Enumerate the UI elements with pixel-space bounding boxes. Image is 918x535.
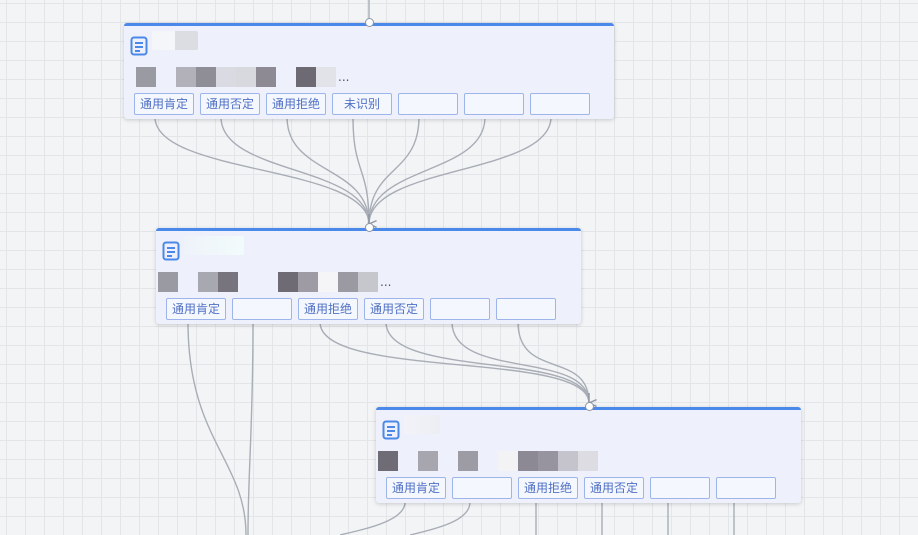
edge: [409, 501, 471, 535]
flow-node-3[interactable]: 通用肯定 通用拒绝 通用否定: [376, 407, 801, 503]
branch-port[interactable]: [496, 298, 556, 320]
input-port-node-3[interactable]: [584, 402, 594, 411]
node-branches: 通用肯定 通用否定 通用拒绝 未识别: [134, 93, 590, 115]
node-content-redacted: ...: [158, 272, 391, 292]
branch-port[interactable]: 通用肯定: [166, 298, 226, 320]
branch-port[interactable]: 通用否定: [200, 93, 260, 115]
flow-node-1[interactable]: ... 通用肯定 通用否定 通用拒绝 未识别: [124, 23, 614, 119]
input-port-node-2[interactable]: [364, 223, 374, 232]
edges-node3-down: [339, 501, 735, 535]
content-ellipsis: ...: [338, 70, 350, 84]
edge: [187, 321, 247, 535]
content-ellipsis: ...: [380, 275, 392, 289]
branch-port[interactable]: [530, 93, 590, 115]
edge: [319, 321, 590, 404]
branch-port[interactable]: 通用拒绝: [266, 93, 326, 115]
branch-port[interactable]: [650, 477, 710, 499]
edges-node2-down: [187, 321, 254, 535]
branch-port[interactable]: [464, 93, 524, 115]
edge: [368, 116, 486, 225]
branch-port[interactable]: 通用否定: [364, 298, 424, 320]
node-content-redacted: ...: [136, 67, 349, 87]
branch-port[interactable]: 通用肯定: [386, 477, 446, 499]
branch-port[interactable]: [398, 93, 458, 115]
edge: [339, 501, 406, 535]
edges-node2-to-node3: [319, 321, 590, 404]
branch-port[interactable]: 通用肯定: [134, 93, 194, 115]
edge: [368, 116, 552, 225]
branch-port[interactable]: [430, 298, 490, 320]
input-port-node-1[interactable]: [364, 18, 374, 27]
edges-node1-to-node2: [154, 116, 552, 225]
edge: [385, 321, 590, 404]
node-branches: 通用肯定 通用拒绝 通用否定: [386, 477, 776, 499]
branch-port[interactable]: 未识别: [332, 93, 392, 115]
flow-node-2[interactable]: ... 通用肯定 通用拒绝 通用否定: [156, 228, 581, 324]
edge: [517, 321, 590, 404]
branch-port[interactable]: 通用否定: [584, 477, 644, 499]
edge: [352, 116, 370, 225]
document-icon: [382, 420, 400, 440]
edge: [247, 321, 254, 535]
branch-port[interactable]: [716, 477, 776, 499]
edge: [286, 116, 370, 225]
node-title-redacted: [152, 31, 198, 50]
document-icon: [130, 36, 148, 56]
node-branches: 通用肯定 通用拒绝 通用否定: [166, 298, 556, 320]
node-title-redacted: [404, 415, 440, 434]
edge: [368, 116, 420, 225]
branch-port[interactable]: 通用拒绝: [518, 477, 578, 499]
node-title-redacted: [184, 236, 244, 255]
edge: [220, 116, 370, 225]
edge: [154, 116, 370, 225]
document-icon: [162, 241, 180, 261]
branch-port[interactable]: [232, 298, 292, 320]
node-content-redacted: [378, 451, 600, 471]
branch-port[interactable]: [452, 477, 512, 499]
edge: [451, 321, 590, 404]
branch-port[interactable]: 通用拒绝: [298, 298, 358, 320]
